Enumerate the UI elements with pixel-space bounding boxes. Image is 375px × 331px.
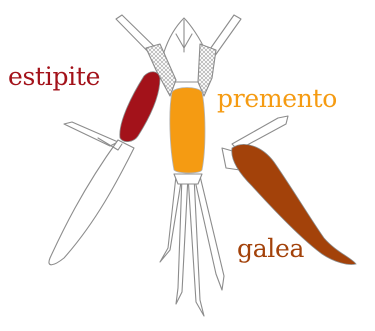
right-hatched-region (198, 44, 216, 96)
left-palp (64, 122, 118, 146)
label-premento: premento (217, 86, 337, 111)
label-estipite: estipite (8, 64, 100, 89)
premento-shape (170, 88, 205, 174)
label-galea: galea (237, 236, 304, 261)
estipite-shape (120, 72, 160, 142)
center-left-leg (160, 176, 182, 262)
left-blade (49, 140, 134, 265)
